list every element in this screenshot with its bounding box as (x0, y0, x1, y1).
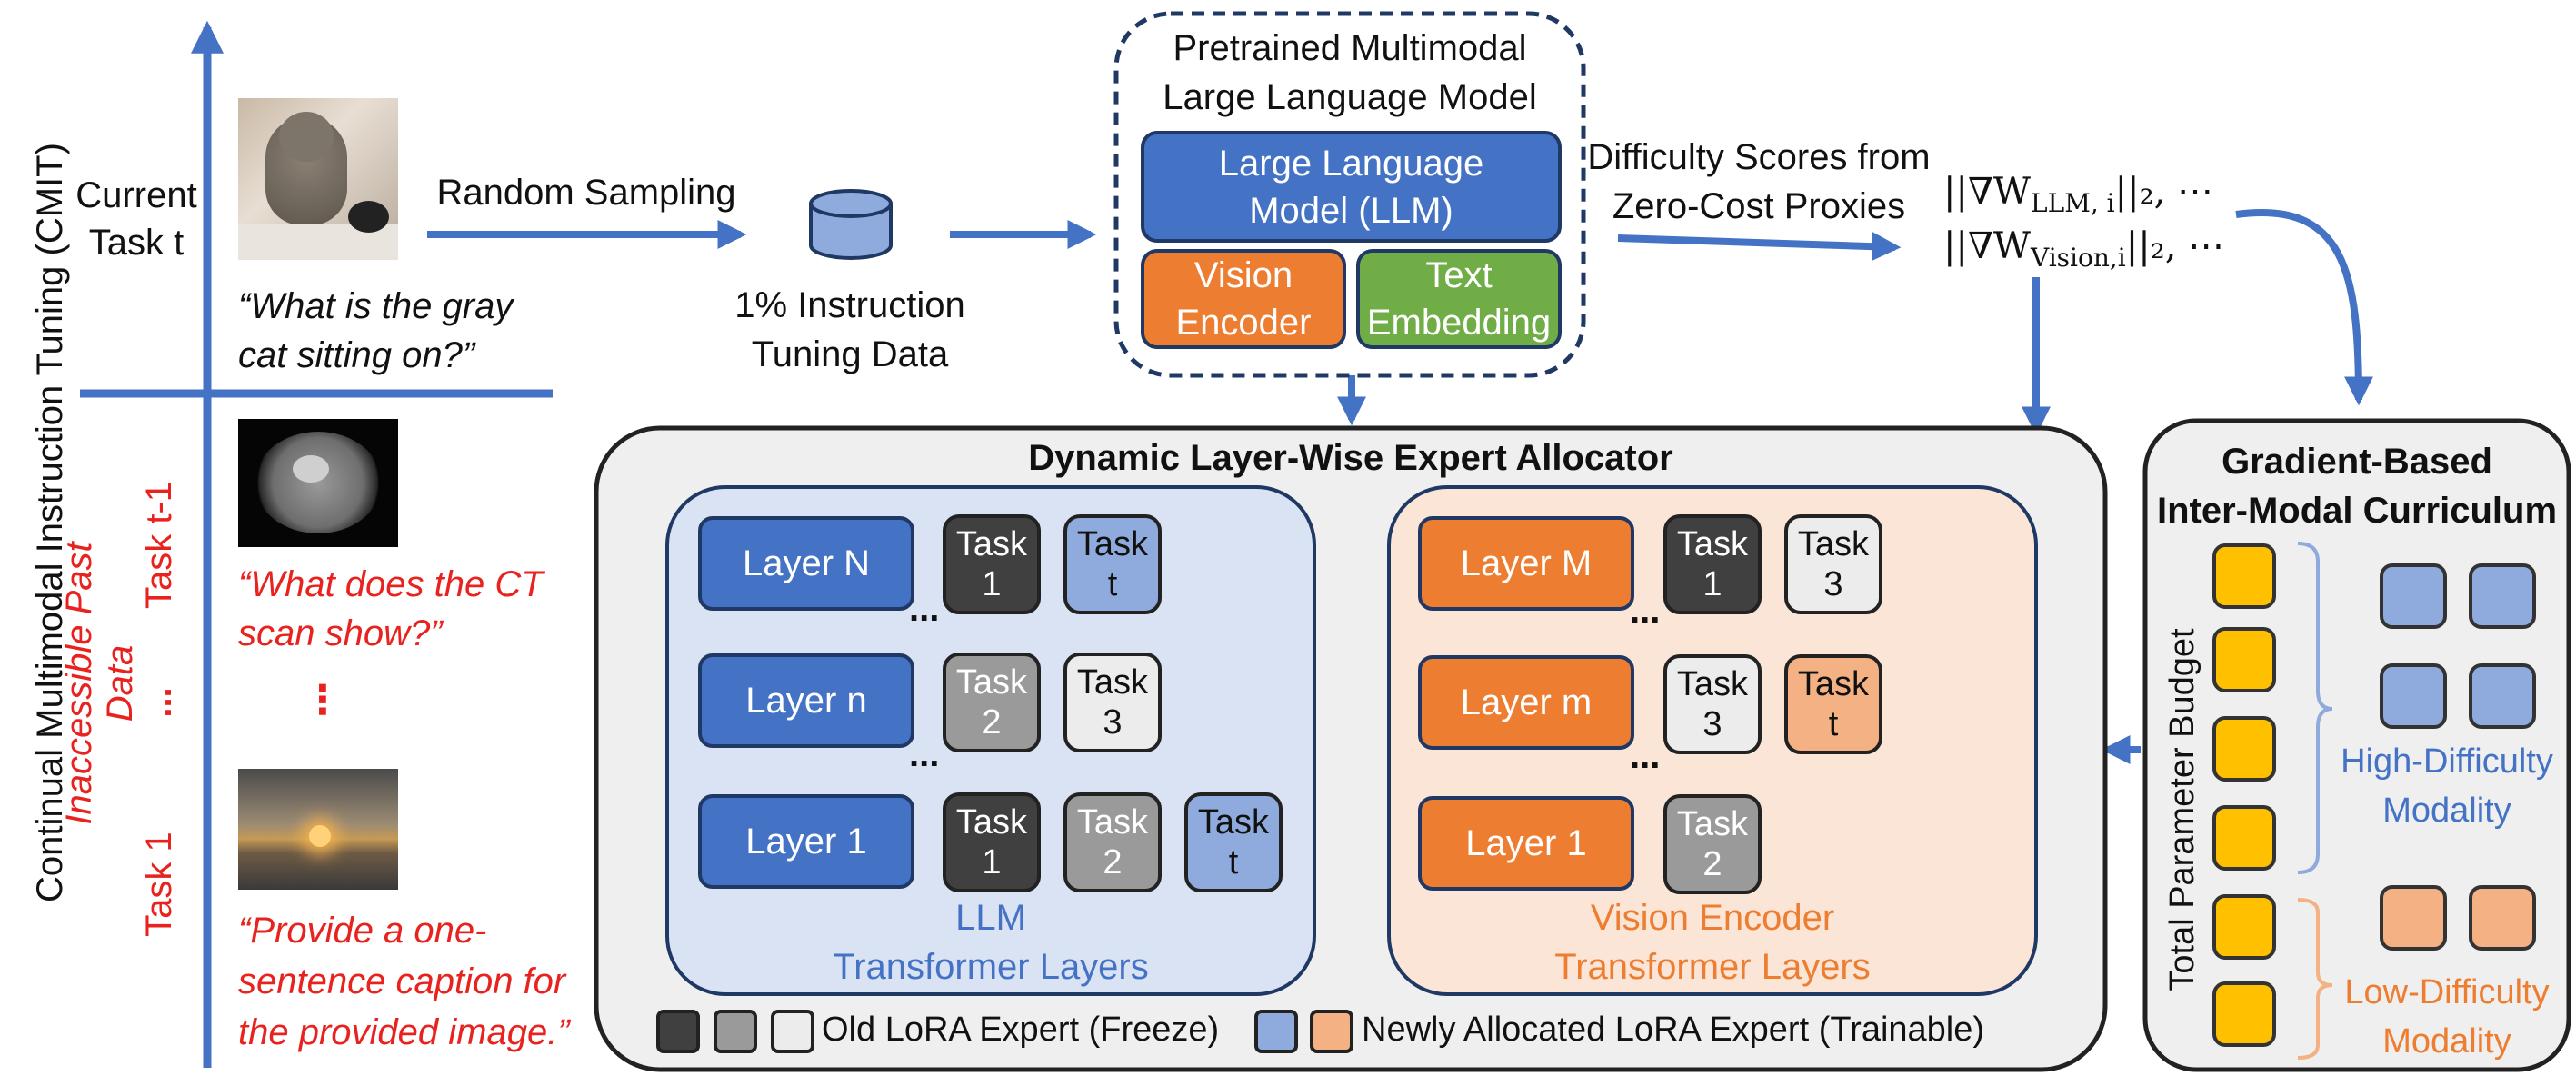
task-ellipsis: ... (138, 687, 179, 718)
llm-layer-1: Layer 1 (698, 794, 914, 889)
low-difficulty-label: Low-Difficulty Modality (2344, 973, 2550, 1061)
high-unit-4 (2469, 663, 2536, 729)
low-brace (2297, 898, 2333, 1060)
llm-expert-taskt: Task t (1063, 514, 1162, 614)
budget-label: Total Parameter Budget (2162, 628, 2202, 991)
llm-layer-n-lower: Layer n (698, 653, 914, 748)
high-unit-2 (2469, 563, 2536, 629)
llm-expert-taskt-l1: Task t (1184, 792, 1283, 892)
llm-expert-task3: Task 3 (1063, 653, 1162, 752)
model-to-score-arrow (1617, 232, 1902, 262)
budget-unit-4 (2212, 805, 2276, 871)
legend-light-swatch (771, 1010, 814, 1053)
ct-scan-image (238, 419, 398, 547)
llm-expert-task1: Task 1 (943, 514, 1041, 614)
text-embedding-block: Text Embedding (1356, 249, 1562, 349)
legend-blue-swatch (1254, 1010, 1298, 1053)
vision-layer-m-lower: Layer m (1418, 655, 1634, 750)
curriculum-title: Gradient-Based Inter-Modal Curriculum (2156, 442, 2558, 531)
llm-expert-task1-l1: Task 1 (943, 792, 1041, 892)
mllm-title: Pretrained Multimodal Large Language Mod… (1163, 28, 1537, 117)
current-task-label: Current Task t (75, 175, 197, 263)
sunset-image (238, 769, 398, 890)
llm-expert-task2: Task 2 (943, 653, 1041, 752)
llm-layer-n-upper: Layer N (698, 516, 914, 611)
task-1-label: Task 1 (138, 832, 179, 937)
difficulty-label: Difficulty Scores from Zero-Cost Proxies (1587, 137, 1931, 226)
budget-unit-1 (2212, 543, 2276, 609)
caption-question: “Provide a one-sentence caption for the … (238, 911, 570, 1052)
vision-ellipsis-2: ... (1630, 736, 1661, 776)
llm-block: Large Language Model (LLM) (1141, 131, 1562, 243)
legend-mid-swatch (714, 1010, 757, 1053)
random-sampling-label: Random Sampling (436, 172, 736, 213)
legend-orange-swatch (1310, 1010, 1353, 1053)
llm-expert-task2-l1: Task 2 (1063, 792, 1162, 892)
cat-image (238, 98, 398, 260)
ct-question: “What does the CT scan show?” (238, 564, 544, 653)
vision-gradient-norm: ||∇WVision,i||₂, ⋯ (1943, 225, 2225, 273)
high-difficulty-label: High-Difficulty Modality (2341, 742, 2553, 830)
budget-unit-2 (2212, 627, 2276, 692)
high-unit-1 (2380, 563, 2447, 629)
legend-new-label: Newly Allocated LoRA Expert (Trainable) (1362, 1011, 1985, 1049)
vision-expert-taskt-m: Task t (1784, 654, 1882, 754)
legend-old-label: Old LoRA Expert (Freeze) (822, 1011, 1220, 1049)
score-to-curriculum-arrow (2235, 209, 2373, 406)
vision-layer-m-upper: Layer M (1418, 516, 1634, 611)
high-unit-3 (2380, 663, 2447, 729)
task-t-minus-1-label: Task t-1 (138, 481, 179, 610)
allocator-title: Dynamic Layer-Wise Expert Allocator (1028, 437, 1673, 478)
vision-ellipsis-1: ... (1630, 591, 1661, 631)
vision-expert-task3-m: Task 3 (1663, 654, 1762, 754)
budget-unit-5 (2212, 894, 2276, 960)
budget-unit-6 (2212, 981, 2276, 1047)
legend-dark-swatch (656, 1010, 700, 1053)
vision-expert-task2-l1: Task 2 (1663, 794, 1762, 894)
vision-panel-caption: Vision Encoder Transformer Layers (1554, 898, 1871, 987)
llm-ellipsis-2: ... (909, 734, 940, 774)
budget-unit-3 (2212, 716, 2276, 782)
vision-expert-task3: Task 3 (1784, 514, 1882, 614)
llm-gradient-norm: ||∇WLLM, i||₂, ⋯ (1943, 171, 2214, 218)
low-unit-1 (2380, 885, 2447, 951)
question-ellipsis: ⋮ (303, 677, 343, 722)
high-brace (2297, 542, 2333, 874)
vision-expert-task1: Task 1 (1663, 514, 1762, 614)
inaccessible-label: Inaccessible Past Data (59, 542, 140, 825)
vision-encoder-block: Vision Encoder (1141, 249, 1346, 349)
llm-ellipsis-1: ... (909, 589, 940, 629)
low-unit-2 (2469, 885, 2536, 951)
database-icon (809, 189, 893, 260)
llm-panel-caption: LLM Transformer Layers (833, 898, 1149, 987)
vision-layer-1: Layer 1 (1418, 796, 1634, 891)
current-question: “What is the gray cat sitting on?” (238, 286, 514, 375)
instruction-data-label: 1% Instruction Tuning Data (734, 285, 965, 374)
